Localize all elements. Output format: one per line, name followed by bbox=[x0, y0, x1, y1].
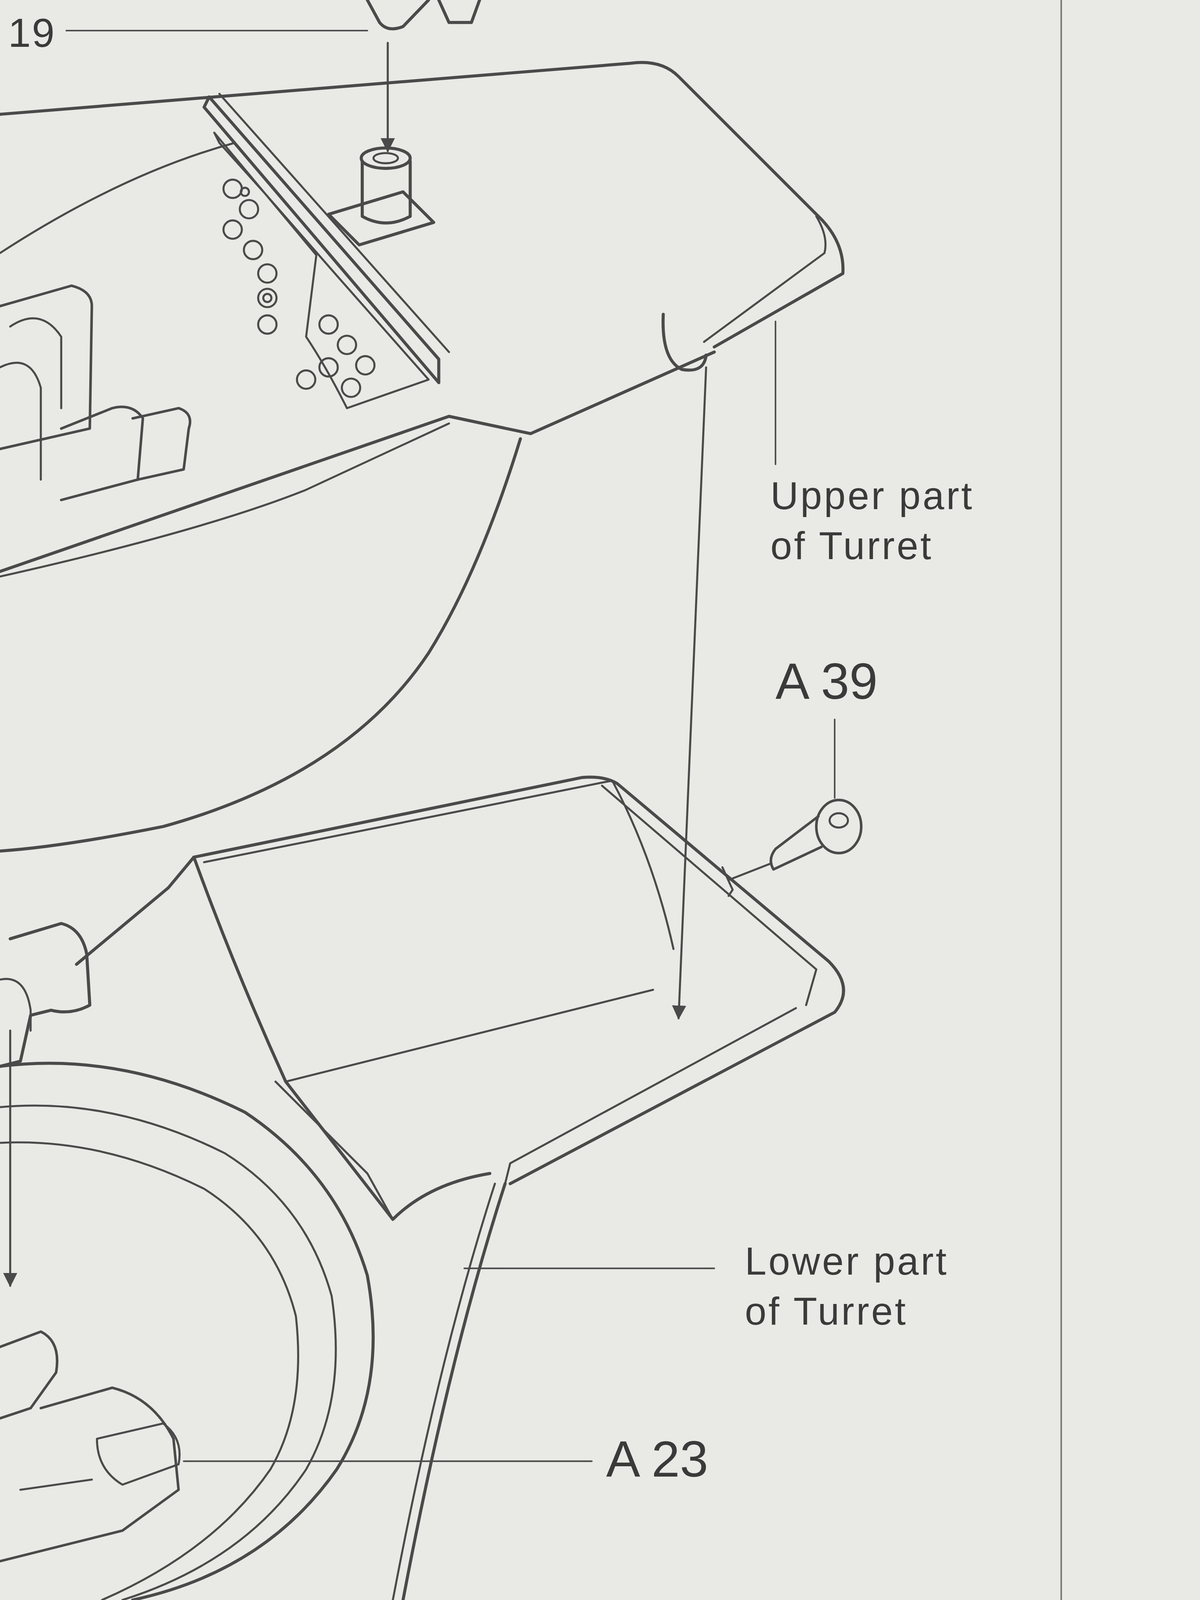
part-label: Upper part of Turret bbox=[770, 471, 1008, 573]
part-label: Lower part of Turret bbox=[744, 1236, 982, 1338]
callout-number: A 39 bbox=[775, 648, 929, 716]
callout-number: 19 bbox=[8, 5, 91, 60]
callout-number: A 23 bbox=[605, 1426, 760, 1493]
